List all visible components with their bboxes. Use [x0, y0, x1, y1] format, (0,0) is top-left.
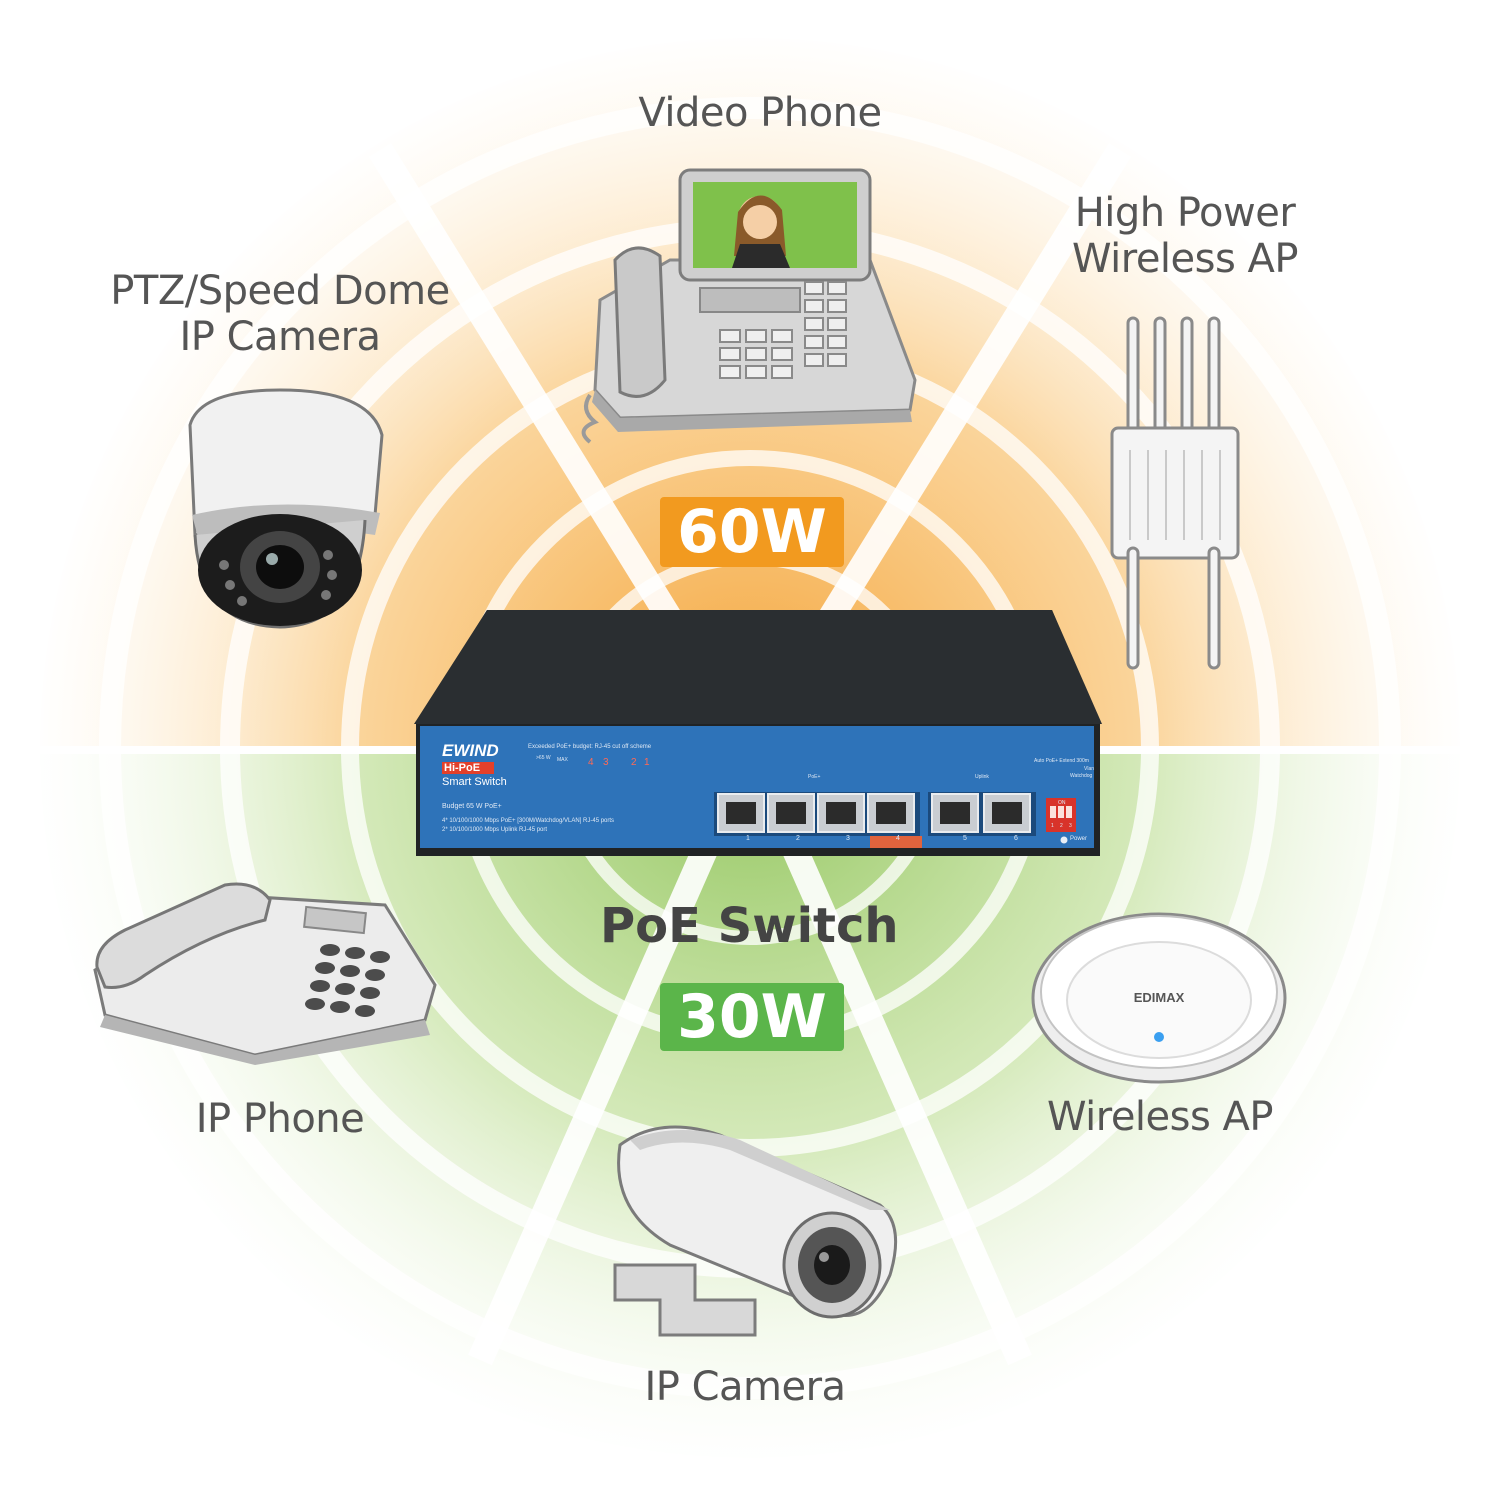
- ceiling-ap-icon: EDIMAX: [1031, 912, 1287, 1084]
- dip-watchdog-label: Watchdog: [1070, 773, 1093, 779]
- scheme-order-3: 3: [603, 757, 609, 768]
- ip-phone-label: IP Phone: [195, 1096, 365, 1142]
- power-badge-60w: 60W: [660, 497, 844, 567]
- dome-camera-icon: [188, 388, 384, 629]
- switch-scheme-max: MAX: [557, 757, 568, 763]
- uplink-group-label: Uplink: [975, 774, 989, 780]
- ip-camera-label: IP Camera: [644, 1364, 846, 1410]
- high-power-ap-label: High Power Wireless AP: [1040, 190, 1330, 282]
- ptz-camera-label-line1: PTZ/Speed Dome: [110, 268, 450, 314]
- outdoor-ap-icon: [1110, 316, 1240, 670]
- poe-group-label: PoE+: [808, 774, 821, 780]
- high-power-ap-label-line2: Wireless AP: [1071, 236, 1299, 282]
- model-tag-bg: [442, 762, 494, 774]
- switch-spec-1: 4* 10/100/1000 Mbps PoE+ [300M/Watchdog/…: [442, 818, 615, 824]
- port-label-4: 4: [896, 835, 900, 842]
- dip-number-3: 3: [1069, 823, 1072, 829]
- wireless-ap-label: Wireless AP: [1046, 1094, 1274, 1140]
- scheme-order-4: 4: [588, 757, 594, 768]
- dip-number-2: 2: [1060, 823, 1063, 829]
- dip-number-1: 1: [1051, 823, 1054, 829]
- video-phone-icon: [581, 168, 917, 444]
- bullet-camera-icon: [613, 1125, 898, 1337]
- switch-brand: EWIND: [442, 741, 499, 760]
- switch-model-tag: Hi-PoE: [444, 762, 481, 774]
- high-power-ap-label-line1: High Power: [1074, 190, 1296, 236]
- ptz-camera-label-line2: IP Camera: [179, 314, 381, 360]
- ptz-camera-label: PTZ/Speed Dome IP Camera: [100, 268, 460, 360]
- switch-title: PoE Switch: [600, 898, 899, 954]
- port-label-3: 3: [846, 835, 850, 842]
- video-phone-label: Video Phone: [638, 90, 882, 136]
- switch-scheme: Exceeded PoE+ budget: RJ-45 cut off sche…: [528, 744, 652, 750]
- switch-model-name: Smart Switch: [442, 776, 507, 788]
- power-badge-30w: 30W: [660, 983, 844, 1051]
- port-label-5: 5: [963, 835, 967, 842]
- dip-title: Auto PoE+ Extend 300m: [1034, 758, 1089, 764]
- poe-switch-icon: [414, 610, 1102, 856]
- port-label-1: 1: [746, 835, 750, 842]
- port-label-6: 6: [1014, 835, 1018, 842]
- dip-on-label: ON: [1058, 800, 1066, 806]
- dip-switch: [1046, 798, 1076, 832]
- switch-budget: Budget 65 W PoE+: [442, 803, 502, 810]
- port-label-2: 2: [796, 835, 800, 842]
- poe-ports: [714, 792, 1036, 848]
- power-led-label: Power: [1070, 836, 1088, 842]
- switch-scheme-limit: >65 W: [536, 755, 551, 761]
- scheme-order-2: 2: [631, 757, 637, 768]
- dip-vlan-label: Vlan: [1084, 766, 1095, 772]
- scheme-order-1: 1: [644, 757, 650, 768]
- edimax-logo: EDIMAX: [1134, 990, 1185, 1005]
- desk-phone-icon: [93, 882, 437, 1065]
- switch-spec-2: 2* 10/100/1000 Mbps Uplink RJ-45 port: [442, 827, 548, 833]
